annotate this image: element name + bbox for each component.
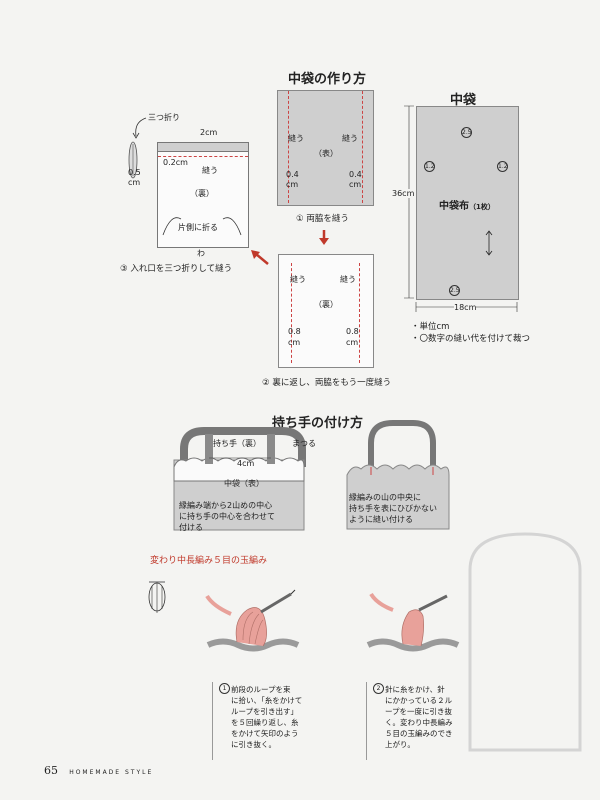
nakabukuro-howto-title: 中袋の作り方 [288, 72, 367, 87]
page-number: 65 [44, 764, 58, 777]
stitch-step2-illustration [366, 592, 460, 652]
height-dimension [404, 105, 414, 299]
step2-panel [278, 254, 374, 368]
step3-bottom: わ [197, 249, 205, 258]
step2-allow-right: 0.8 cm [346, 327, 359, 347]
step3-caption: ③ 入れ口を三つ折りして縫う [120, 264, 233, 274]
step3-face: （裏） [190, 189, 214, 198]
step3-fold-side: 片側に折る [178, 223, 218, 232]
pattern-width: 18cm [454, 303, 477, 312]
step1-allow-left: 0.4 cm [286, 170, 299, 189]
handle-left-note: 縁編み端から2山めの中心 に持ち手の中心を合わせて 付ける [179, 501, 275, 532]
pattern-note-unit: ・単位cm [411, 322, 450, 332]
handle-right-note: 縁編みの山の中央に 持ち手を表にひびかない ように縫い付ける [349, 493, 437, 524]
allowance-top: 2.5 [461, 127, 472, 138]
fold-detail-icon [128, 141, 138, 179]
step3-panel [157, 142, 249, 248]
fold-curve-icon [162, 217, 242, 236]
stitch-step1-illustration [205, 589, 300, 652]
step3-top-width: 2cm [200, 128, 218, 137]
bag-outline-decoration [468, 532, 582, 752]
arrow-left-icon [251, 250, 269, 265]
grain-arrow-icon [485, 230, 493, 256]
step1-seam-left: 縫う [288, 134, 304, 143]
step1-allow-right: 0.4 cm [349, 170, 362, 189]
page-footer: 65 HOMEMADE STYLE [44, 764, 153, 777]
stitch-step1-num: 1 [219, 683, 230, 694]
step3-inner: 0.2cm [163, 158, 188, 167]
step1-panel [277, 90, 374, 206]
pattern-panel [416, 106, 519, 300]
allowance-left: 1.2 [424, 161, 435, 172]
stitch-step2-num: 2 [373, 683, 384, 694]
pattern-label: 中袋布（1枚） [439, 201, 495, 212]
handle-reverse: 持ち手（裏） [213, 439, 261, 448]
step2-seam-left: 縫う [290, 275, 306, 284]
pattern-title: 中袋 [450, 93, 477, 108]
stitch-title: 変わり中長編み５目の玉編み [150, 556, 268, 566]
step2-seam-right: 縫う [340, 275, 356, 284]
handle-stitch: まつる [292, 439, 316, 448]
pattern-note-allowance: ・〇数字の縫い代を付けて裁つ [411, 334, 531, 344]
arrow-down-icon [319, 230, 329, 245]
puff-stitch-symbol [148, 581, 166, 613]
step1-caption: ① 両脇を縫う [296, 214, 349, 224]
handle-distance: 4cm [237, 459, 255, 468]
step3-fold-label: 三つ折り [148, 113, 180, 122]
handle-howto-title: 持ち手の付け方 [272, 416, 364, 431]
handle-left-illustration [173, 427, 306, 531]
handle-right-illustration [346, 420, 450, 530]
pattern-height: 36cm [392, 189, 415, 198]
step1-face: （表） [314, 149, 338, 158]
step3-side-width: 0.5 cm [128, 168, 141, 187]
step1-seam-right: 縫う [342, 134, 358, 143]
handle-bag: 中袋（表） [224, 479, 264, 488]
allowance-right: 1.2 [497, 161, 508, 172]
fold-arrow-icon [132, 117, 147, 139]
allowance-bottom: 2.5 [449, 285, 460, 296]
stitch-step2-caption: 2 針に糸をかけ、針 にかかっている２ル ープを一度に引き抜 く。変わり中長編み… [366, 682, 453, 760]
magazine-name: HOMEMADE STYLE [69, 769, 154, 776]
stitch-step1-caption: 1 前段のループを束 に拾い、「糸をかけて ループを引き出す」 を５回繰り返し、… [212, 682, 302, 760]
step2-allow-left: 0.8 cm [288, 327, 301, 347]
step3-seam: 縫う [202, 166, 218, 175]
step2-caption: ② 裏に返し、両脇をもう一度縫う [262, 378, 392, 388]
step2-face: （裏） [314, 300, 338, 309]
